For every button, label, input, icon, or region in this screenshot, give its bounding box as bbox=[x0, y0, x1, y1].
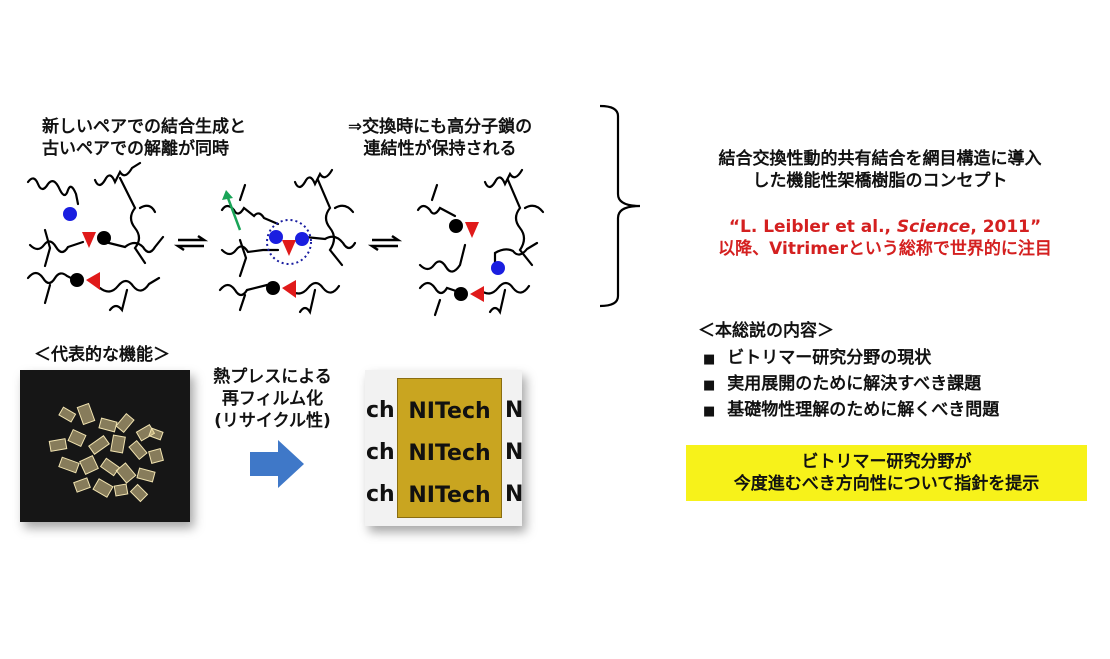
highlight-line: 今度進むべき方向性について指針を提示 bbox=[733, 474, 1040, 494]
process-line: (リサイクル性) bbox=[214, 411, 331, 431]
black-dot bbox=[70, 273, 84, 287]
process-line: 再フィルム化 bbox=[221, 389, 324, 409]
right-arrow-icon bbox=[250, 440, 304, 488]
bullet-icon: ■ bbox=[703, 352, 716, 367]
attention-line: 以降、Vitrimerという総称で世界的に注目 bbox=[718, 239, 1052, 259]
red-triangle bbox=[470, 286, 484, 302]
review-item: ■ 基礎物性理解のために解くべき問題 bbox=[703, 398, 999, 424]
film-label: NITech bbox=[408, 441, 491, 466]
red-triangle bbox=[82, 232, 96, 248]
film-fragments-photo bbox=[20, 370, 190, 522]
red-triangle bbox=[86, 272, 100, 290]
exchange-caption: 新しいペアでの結合生成と 古いペアでの解離が同時 bbox=[42, 116, 246, 160]
red-triangle bbox=[282, 240, 296, 256]
review-item-text: 基礎物性理解のために解くべき問題 bbox=[727, 400, 1000, 420]
film-background-labels: ch ch ch bbox=[366, 390, 395, 516]
review-item: ■ 実用展開のために解決すべき課題 bbox=[703, 372, 999, 398]
equilibrium-arrow bbox=[173, 234, 403, 252]
connectivity-caption: ⇒交換時にも高分子鎖の 連結性が保持される bbox=[325, 116, 555, 160]
dotted-circle bbox=[266, 219, 312, 265]
film-background-labels-right: N N N bbox=[505, 390, 522, 516]
citation-journal: Science bbox=[896, 217, 971, 237]
citation-year: , 2011” bbox=[970, 217, 1042, 237]
curly-brace bbox=[599, 104, 641, 308]
process-line: 熱プレスによる bbox=[213, 367, 332, 387]
review-item-text: 実用展開のために解決すべき課題 bbox=[727, 374, 982, 394]
film-label: NITech bbox=[408, 399, 491, 424]
highlight-box: ビトリマー研究分野が 今度進むべき方向性について指針を提示 bbox=[686, 445, 1087, 501]
red-triangle bbox=[282, 280, 296, 298]
green-arrow bbox=[226, 197, 242, 231]
film-fragments-image bbox=[48, 402, 164, 503]
review-heading: ＜本総説の内容＞ bbox=[698, 321, 834, 341]
yellow-film: NITech NITech NITech bbox=[397, 378, 502, 518]
network-panel-after bbox=[416, 168, 545, 317]
black-dot bbox=[449, 219, 463, 233]
red-triangle bbox=[465, 222, 479, 238]
citation-authors: “L. Leibler et al., bbox=[728, 217, 897, 237]
film-label-partial: ch bbox=[366, 440, 395, 465]
concept-line: 結合交換性動的共有結合を網目構造に導入 bbox=[718, 149, 1042, 169]
recycled-film-photo: ch ch ch N N N NITech NITech NITech bbox=[365, 370, 522, 526]
concept-line: した機能性架橋樹脂のコンセプト bbox=[752, 171, 1008, 191]
bullet-icon: ■ bbox=[703, 404, 716, 419]
concept-text: 結合交換性動的共有結合を網目構造に導入 した機能性架橋樹脂のコンセプト bbox=[670, 148, 1090, 192]
review-item: ■ ビトリマー研究分野の現状 bbox=[703, 346, 999, 372]
blue-dot bbox=[269, 230, 283, 244]
film-label: NITech bbox=[408, 483, 491, 508]
citation-text: “L. Leibler et al., Science, 2011” 以降、Vi… bbox=[680, 216, 1090, 260]
film-label-partial: ch bbox=[366, 482, 395, 507]
process-text: 熱プレスによる 再フィルム化 (リサイクル性) bbox=[205, 366, 340, 432]
connectivity-caption-line: 連結性が保持される bbox=[363, 139, 517, 159]
review-list: ■ ビトリマー研究分野の現状 ■ 実用展開のために解決すべき課題 ■ 基礎物性理解のた… bbox=[703, 346, 999, 424]
blue-dot bbox=[491, 261, 505, 275]
exchange-caption-line: 新しいペアでの結合生成と bbox=[42, 117, 246, 137]
network-diagram bbox=[26, 161, 545, 317]
review-item-text: ビトリマー研究分野の現状 bbox=[727, 348, 932, 368]
film-label-partial: ch bbox=[366, 398, 395, 423]
connectivity-caption-line: ⇒交換時にも高分子鎖の bbox=[347, 117, 533, 137]
bullet-icon: ■ bbox=[703, 378, 716, 393]
black-dot bbox=[454, 287, 468, 301]
highlight-line: ビトリマー研究分野が bbox=[801, 452, 972, 472]
black-dot bbox=[97, 231, 111, 245]
film-label-partial: N bbox=[505, 482, 522, 507]
black-dot bbox=[266, 281, 280, 295]
blue-dot bbox=[295, 232, 309, 246]
network-panel-exchange bbox=[218, 168, 357, 315]
exchange-caption-line: 古いペアでの解離が同時 bbox=[42, 139, 229, 159]
green-arrowhead bbox=[222, 190, 233, 200]
function-heading: ＜代表的な機能＞ bbox=[34, 345, 170, 365]
network-panel-before bbox=[26, 161, 165, 313]
film-label-partial: N bbox=[505, 398, 522, 423]
blue-dot bbox=[63, 207, 77, 221]
citation-line: “L. Leibler et al., Science, 2011” bbox=[680, 216, 1090, 238]
film-label-partial: N bbox=[505, 440, 522, 465]
